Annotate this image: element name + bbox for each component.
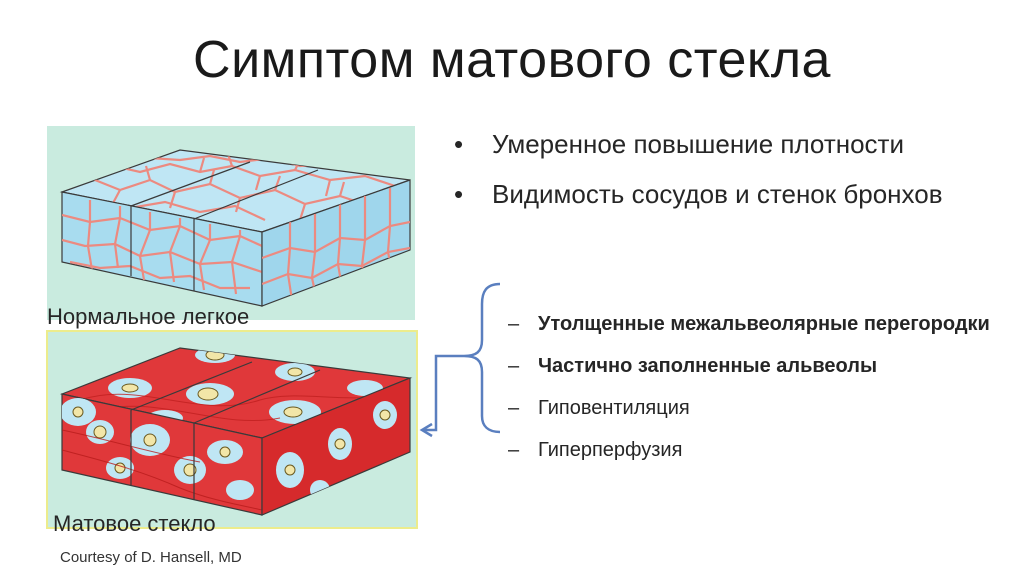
sub-bullet-item: – Гиповентиляция: [508, 394, 1008, 422]
sub-bullet-marker: –: [508, 397, 520, 419]
slide-title: Симптом матового стекла: [193, 31, 831, 89]
sub-bullet-text: Частично заполненные альвеолы: [538, 355, 878, 377]
bullet-item: • Умеренное повышение плотности: [450, 126, 1010, 162]
bullet-marker: •: [454, 129, 464, 159]
sub-bullet-item: – Утолщенные межальвеолярные перегородки: [508, 310, 1008, 338]
bullet-item: • Видимость сосудов и стенок бронхов: [450, 176, 1010, 212]
sub-bullet-marker: –: [508, 439, 520, 461]
ground-glass-illustration: [46, 330, 418, 529]
sub-bullet-list: – Утолщенные межальвеолярные перегородки…: [508, 310, 1008, 478]
sub-bullet-marker: –: [508, 355, 520, 377]
caption-normal-lung: Нормальное легкое: [47, 304, 250, 329]
bullet-marker: •: [454, 179, 464, 209]
sub-bullet-text: Гиперперфузия: [538, 439, 683, 461]
bullet-text: Видимость сосудов и стенок бронхов: [492, 179, 943, 209]
sub-bullet-item: – Гиперперфузия: [508, 436, 1008, 464]
caption-ground-glass: Матовое стекло: [53, 511, 216, 536]
normal-lung-illustration: [47, 126, 415, 320]
courtesy-credit: Courtesy of D. Hansell, MD: [60, 549, 242, 566]
bullet-list: • Умеренное повышение плотности • Видимо…: [450, 126, 1010, 226]
sub-bullet-text: Гиповентиляция: [538, 397, 690, 419]
bracket-arrow: [419, 282, 501, 438]
sub-bullet-item: – Частично заполненные альвеолы: [508, 352, 1008, 380]
sub-bullet-text: Утолщенные межальвеолярные перегородки: [538, 313, 990, 335]
bullet-text: Умеренное повышение плотности: [492, 129, 904, 159]
sub-bullet-marker: –: [508, 313, 520, 335]
